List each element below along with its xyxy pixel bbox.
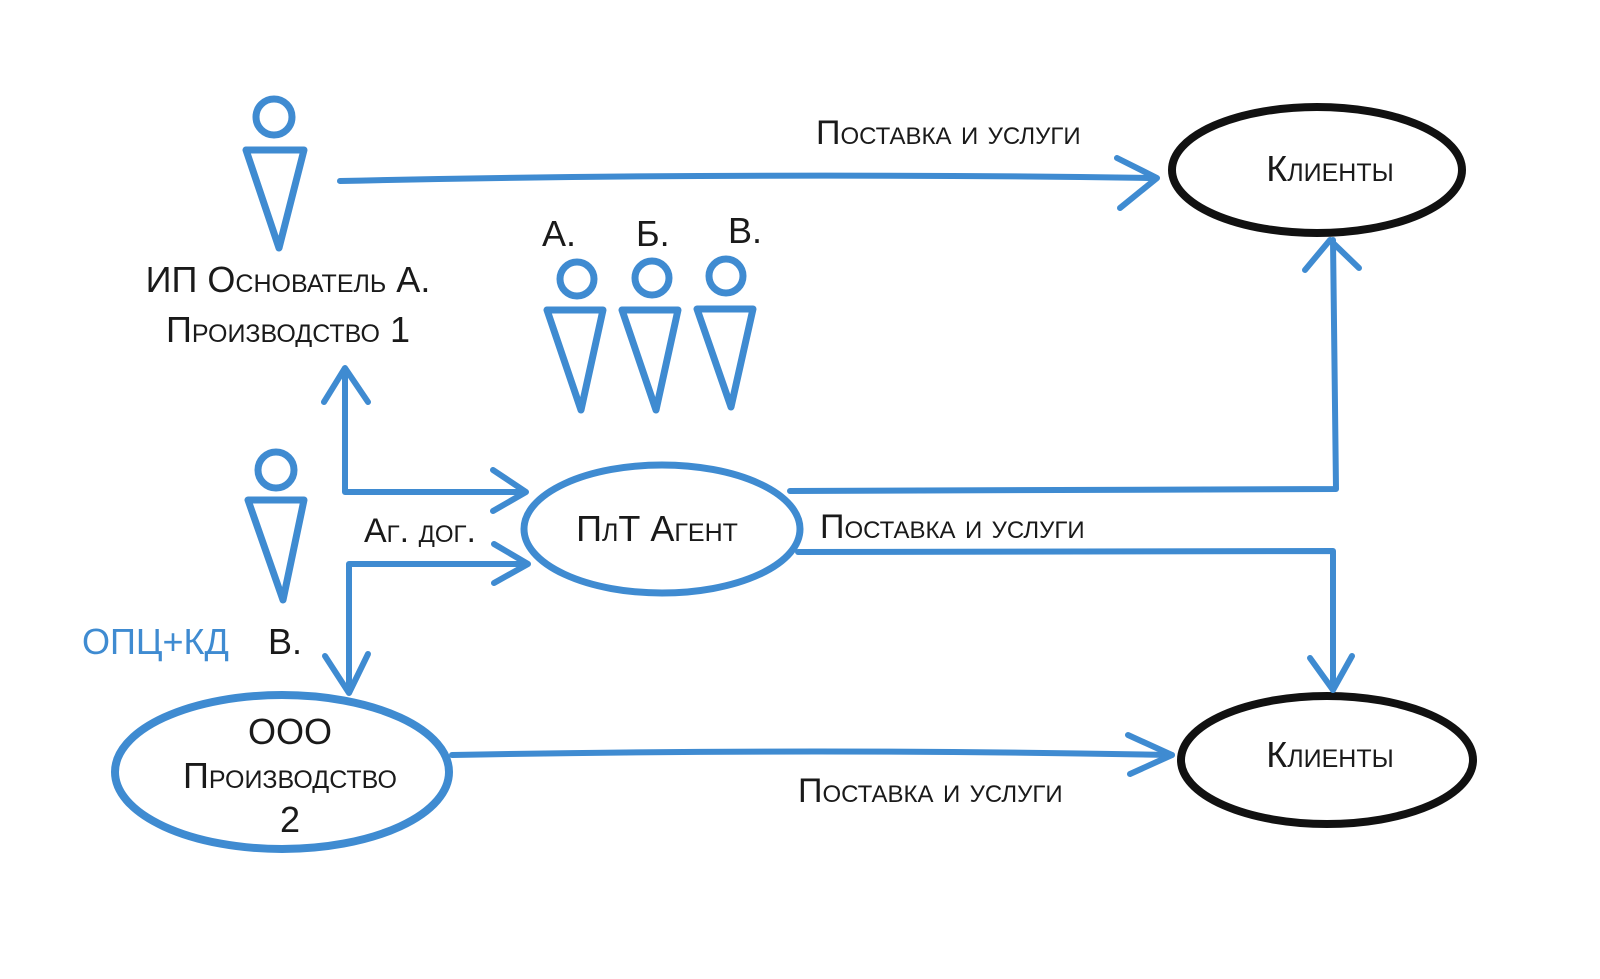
partner-v-note: ОПЦ+КД <box>82 621 229 662</box>
arrow-ooo-to-clients-bottom <box>449 748 1175 758</box>
arrow-ip-agent-link <box>342 367 527 495</box>
arrowhead <box>490 467 529 514</box>
clients-top-ellipse <box>1168 103 1466 237</box>
arrowhead <box>491 541 531 586</box>
arrow-ooo-agent-link <box>346 561 529 695</box>
arrowhead <box>1307 653 1355 693</box>
person-icon <box>693 255 757 411</box>
shareholder-a-label: А. <box>542 213 577 254</box>
shareholder-v-label: В. <box>728 210 763 251</box>
ooo-node-ellipse <box>111 691 453 853</box>
edge-label-agency: Аг. дог. <box>364 512 476 550</box>
edge-label-supply-bottom: Поставка и услуги <box>798 772 1063 810</box>
ooo-node-number: 2 <box>279 799 301 840</box>
edge-label-supply-top: Поставка и услуги <box>816 114 1081 152</box>
arrowhead <box>1302 237 1362 273</box>
person-icon <box>543 258 607 414</box>
person-icon <box>242 95 308 252</box>
arrow-ip-to-clients-top <box>337 172 1158 184</box>
edge-label-supply-mid: Поставка и услуги <box>820 508 1085 546</box>
ip-production-label: Производство 1 <box>166 309 410 350</box>
shareholder-b-label: Б. <box>636 213 670 254</box>
arrowhead <box>321 365 371 405</box>
agent-node-label: ПлТ Агент <box>576 508 738 549</box>
partner-v-label: В. <box>268 621 303 662</box>
arrowhead <box>322 651 371 696</box>
arrowhead <box>1125 732 1175 777</box>
clients-bottom-label: Клиенты <box>1266 734 1394 775</box>
clients-bottom-ellipse <box>1177 692 1477 828</box>
agent-node-ellipse <box>520 461 804 597</box>
arrow-agent-to-clients-top <box>787 237 1339 494</box>
arrow-agent-to-clients-bottom <box>795 548 1336 693</box>
arrowhead <box>1114 155 1160 211</box>
clients-top-label: Клиенты <box>1266 148 1394 189</box>
ooo-node-production: Производство <box>183 755 397 796</box>
person-icon <box>244 448 308 604</box>
person-icon <box>618 257 682 414</box>
ip-founder-label: ИП Основатель А. <box>145 259 431 300</box>
ooo-node-title: ООО <box>247 711 332 752</box>
